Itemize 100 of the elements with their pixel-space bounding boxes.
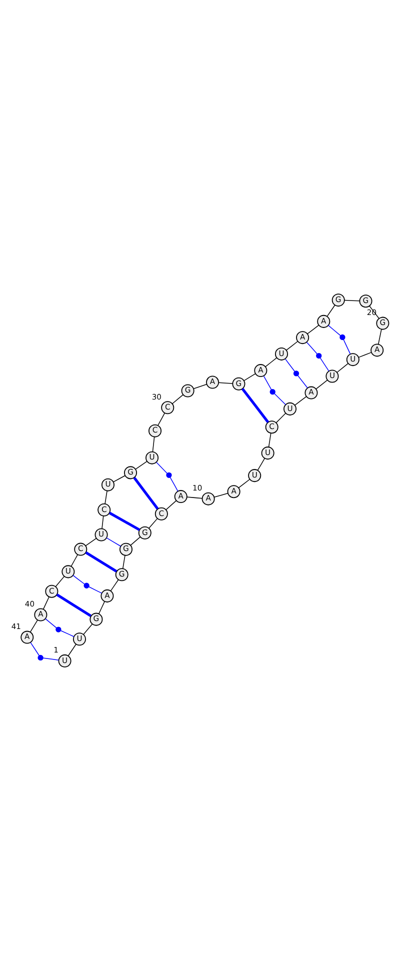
connector <box>135 460 148 470</box>
node-circle: G <box>119 542 132 556</box>
connector <box>72 574 85 584</box>
connector <box>378 328 382 345</box>
connector <box>166 500 177 510</box>
node-circle: A <box>227 485 240 498</box>
node-circle: U <box>261 446 274 460</box>
connector <box>44 618 57 628</box>
connector <box>257 458 266 470</box>
connector <box>297 375 308 388</box>
node-circle: G <box>124 466 138 480</box>
connector <box>238 478 250 488</box>
connector <box>110 579 119 592</box>
connector <box>286 341 298 351</box>
connector <box>328 324 341 336</box>
connector <box>172 394 184 404</box>
connector <box>263 376 272 390</box>
node-circle <box>293 370 300 376</box>
connector <box>294 396 307 406</box>
node-circle: G <box>359 294 372 308</box>
connector <box>56 594 92 618</box>
node-circle: A <box>254 364 268 378</box>
node-circle: G <box>232 377 246 390</box>
connector <box>60 630 74 637</box>
connector <box>122 555 126 569</box>
connector <box>152 436 155 452</box>
connector <box>133 476 159 510</box>
connector <box>85 551 118 572</box>
node-circle: A <box>370 344 384 357</box>
connector <box>106 537 122 547</box>
connector <box>30 620 38 632</box>
node-label: 41 <box>11 622 21 631</box>
connector <box>218 382 234 384</box>
connector <box>358 352 372 358</box>
connector <box>70 554 78 567</box>
connector <box>113 475 126 482</box>
node-circle: U <box>146 451 159 464</box>
node-circle: U <box>62 565 75 578</box>
node-circle: A <box>317 314 330 328</box>
node-circle: C <box>161 401 174 414</box>
node-circle <box>340 334 346 340</box>
node-circle: G <box>181 384 194 398</box>
node-circle: A <box>174 490 188 504</box>
connector <box>326 304 336 317</box>
node-circle: A <box>296 331 310 344</box>
node-label: 10 <box>192 484 202 493</box>
connector <box>214 492 228 498</box>
connector <box>285 358 296 372</box>
connector <box>343 339 351 354</box>
node-circle: A <box>202 492 215 506</box>
node-circle: G <box>138 526 152 540</box>
node-circle: U <box>58 654 72 668</box>
node-circle: U <box>72 632 86 646</box>
connector <box>156 462 168 474</box>
connector <box>83 624 93 635</box>
node-circle: G <box>376 316 390 330</box>
connector <box>55 576 65 588</box>
connector <box>108 512 140 531</box>
connector <box>306 342 318 354</box>
connector <box>42 658 60 660</box>
node-circle: G <box>90 612 103 626</box>
node-circle: A <box>34 608 48 622</box>
connector <box>170 477 178 492</box>
node-circle <box>316 352 322 359</box>
connector <box>316 380 328 390</box>
connector <box>42 596 50 610</box>
node-circle: C <box>154 507 168 520</box>
node-circle: A <box>206 376 220 389</box>
connector <box>320 358 330 372</box>
connector <box>265 357 278 368</box>
node-circle <box>56 626 62 632</box>
connector <box>30 642 40 656</box>
node-circle: C <box>148 424 162 438</box>
node-circle: U <box>101 478 114 492</box>
connector <box>98 601 105 614</box>
connector <box>268 432 272 448</box>
connector <box>148 518 158 529</box>
connector <box>88 586 102 594</box>
node-circle: A <box>304 386 318 400</box>
connector <box>104 490 108 504</box>
node-circle: U <box>283 402 296 416</box>
node-circle: C <box>265 420 278 434</box>
connector <box>186 496 203 499</box>
node-circle <box>166 472 172 478</box>
node-label: 40 <box>24 599 35 608</box>
node-circle: U <box>275 347 288 360</box>
node-circle: U <box>346 353 360 366</box>
connector <box>276 412 286 424</box>
node-circle: U <box>94 528 108 542</box>
node-circle: C <box>74 542 88 556</box>
node-circle: U <box>326 370 339 383</box>
node-circle: A <box>100 589 114 602</box>
connector <box>244 373 256 382</box>
node-circle: G <box>115 568 128 582</box>
connector <box>158 412 166 426</box>
connector <box>241 388 270 423</box>
node-circle: C <box>98 503 111 516</box>
connector <box>274 393 286 405</box>
connector <box>193 384 208 390</box>
connector <box>102 516 104 529</box>
